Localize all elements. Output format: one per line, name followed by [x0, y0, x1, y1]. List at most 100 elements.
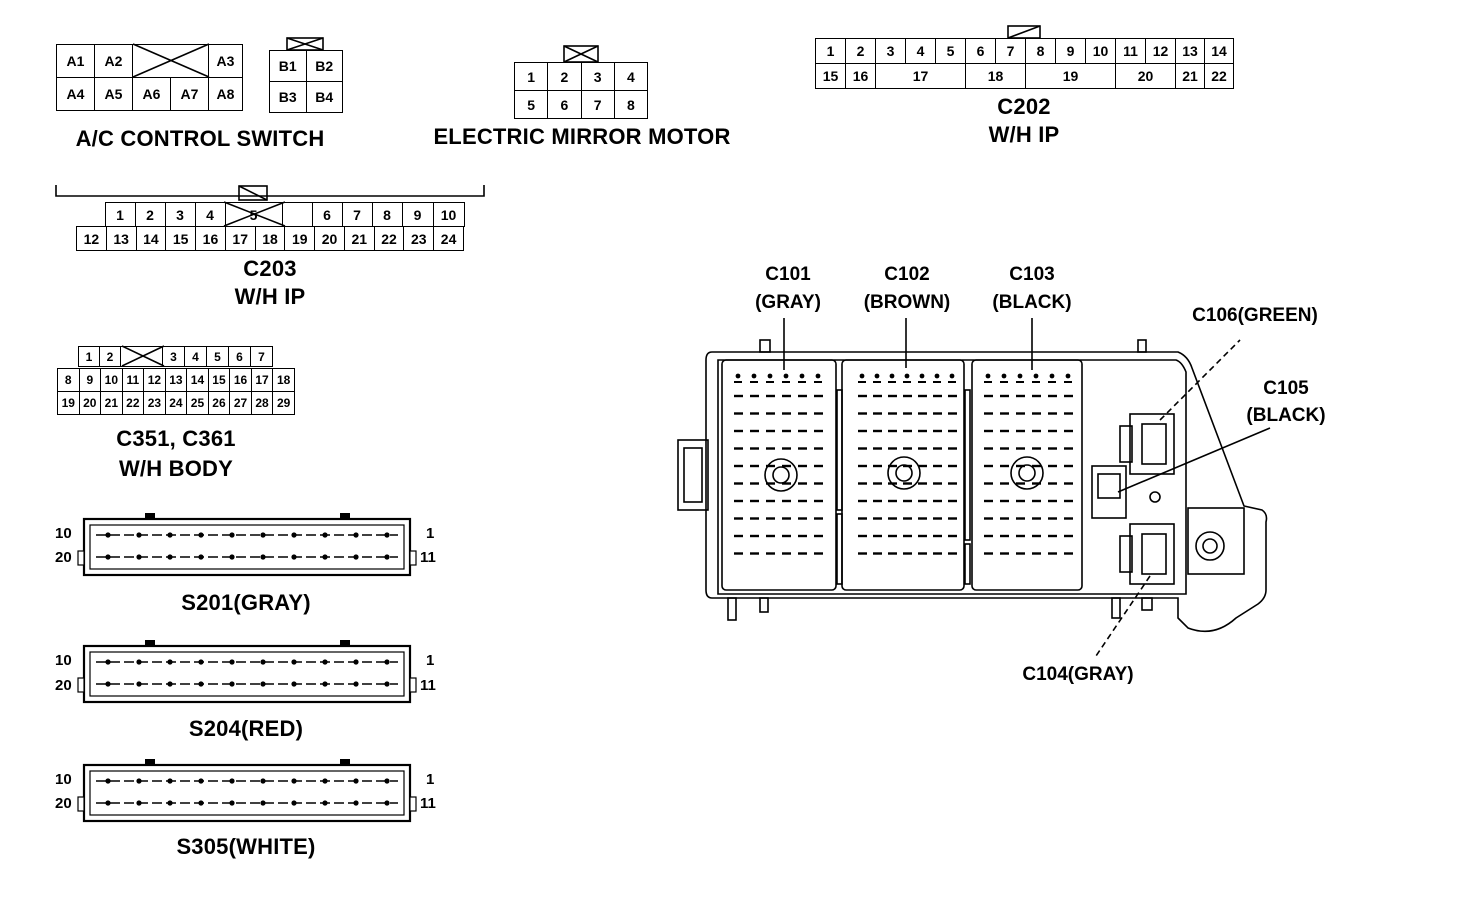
- c103-color: (BLACK): [992, 292, 1072, 313]
- splice-inner: [89, 524, 405, 570]
- terminal: [1017, 373, 1023, 379]
- pin: 20: [1115, 63, 1176, 89]
- terminal: [874, 373, 880, 379]
- pin: 1: [815, 38, 846, 64]
- pin: 14: [135, 226, 167, 251]
- terminal: [799, 373, 805, 379]
- c203-connector-row2: 12 13 14 15 16 17 18 19 20 21 22 23 24: [76, 226, 464, 251]
- splice-pin: [136, 681, 142, 687]
- c351-subtitle: W/H BODY: [118, 456, 234, 481]
- pin: 13: [105, 226, 137, 251]
- splice-latch: [145, 640, 155, 646]
- c202-subtitle: W/H IP: [988, 122, 1060, 147]
- terminal: [1049, 373, 1055, 379]
- pin: 2: [134, 202, 166, 227]
- splice-tab: [409, 550, 417, 566]
- pin: 8: [613, 90, 649, 119]
- splice-pin-label: 10: [55, 525, 72, 542]
- splice-pin: [136, 659, 142, 665]
- pin: 8: [371, 202, 403, 227]
- pin-b4: B4: [305, 81, 343, 113]
- splice-pin: [167, 554, 173, 560]
- pin: 18: [965, 63, 1026, 89]
- c102-color: (BROWN): [863, 292, 951, 313]
- splice-inner: [89, 651, 405, 697]
- pin: 9: [1055, 38, 1086, 64]
- c202-connector: 1 2 3 4 5 6 7 8 9 10 11 12 13 14 15 16 1…: [815, 38, 1234, 89]
- splice-pin: [260, 681, 266, 687]
- splice-pin: [105, 681, 111, 687]
- pin: 29: [272, 391, 295, 415]
- pin: 16: [195, 226, 226, 251]
- splice-pin-label: 11: [420, 795, 436, 812]
- splice-pin: [353, 681, 359, 687]
- terminal: [1001, 373, 1007, 379]
- splice-title: S204(RED): [188, 716, 304, 741]
- pin-a6: A6: [132, 77, 171, 111]
- splice-pin-label: 1: [426, 652, 435, 669]
- splice-pin: [229, 681, 235, 687]
- splice-pin: [322, 778, 328, 784]
- splice-pin: [260, 800, 266, 806]
- c203-subtitle: W/H IP: [234, 284, 306, 309]
- splice-tab: [409, 677, 417, 693]
- splice-pin: [384, 778, 390, 784]
- splice-latch: [340, 640, 350, 646]
- pin: 7: [580, 90, 615, 119]
- c351-connector-rows: 8 9 10 11 12 13 14 15 16 17 18 19 20 21 …: [57, 368, 295, 415]
- terminal: [1065, 373, 1071, 379]
- splice-pin-label: 10: [55, 771, 72, 788]
- pin-b2: B2: [305, 50, 343, 82]
- splice-pin: [229, 659, 235, 665]
- pin: 3: [580, 62, 615, 91]
- splice-pin: [384, 800, 390, 806]
- pin: 19: [1025, 63, 1116, 89]
- splice-tab: [409, 796, 417, 812]
- pin: 18: [272, 368, 295, 392]
- mirror-motor-title: ELECTRIC MIRROR MOTOR: [433, 124, 731, 149]
- mirror-motor-connector: 1 2 3 4 5 6 7 8: [513, 62, 649, 119]
- splice-pin: [260, 532, 266, 538]
- splice-pin: [291, 681, 297, 687]
- splice-pin: [260, 554, 266, 560]
- splice-pin: [322, 800, 328, 806]
- pin: 2: [547, 62, 582, 91]
- splice-pin: [105, 554, 111, 560]
- terminal: [949, 373, 955, 379]
- splice-pin: [105, 659, 111, 665]
- splice-pin-label: 11: [420, 549, 436, 566]
- ac-switch-b-connector: B1 B2 B3 B4: [269, 50, 343, 113]
- pin: 3: [875, 38, 906, 64]
- pin: 20: [78, 391, 102, 415]
- pin: 1: [513, 62, 549, 91]
- splice-pin: [384, 554, 390, 560]
- splice-pin: [291, 532, 297, 538]
- terminal: [735, 373, 741, 379]
- splice-tab: [77, 796, 85, 812]
- pin: 7: [341, 202, 373, 227]
- splice-pin: [198, 532, 204, 538]
- pin: 22: [1204, 63, 1234, 89]
- c106-label: C106(GREEN): [1192, 305, 1318, 326]
- terminal: [1033, 373, 1039, 379]
- splice-pin-label: 1: [426, 771, 435, 788]
- pin: 3: [164, 202, 196, 227]
- junction-block: [677, 318, 1271, 657]
- terminal: [751, 373, 757, 379]
- pin: 4: [194, 202, 226, 227]
- splice-blocks: [77, 513, 417, 823]
- splice-pin: [353, 532, 359, 538]
- terminal: [934, 373, 940, 379]
- splice-pin: [260, 778, 266, 784]
- connector-bracket: [55, 185, 485, 227]
- splice-pin: [291, 800, 297, 806]
- c101-color: (GRAY): [755, 292, 821, 313]
- pin: 23: [403, 226, 435, 251]
- splice-pin-label: 20: [55, 677, 72, 694]
- splice-pin: [322, 554, 328, 560]
- splice-latch: [145, 759, 155, 765]
- pin-a2: A2: [94, 44, 133, 78]
- splice-body: [82, 517, 412, 577]
- c351-title: C351, C361: [116, 426, 236, 451]
- pin: 24: [433, 226, 464, 251]
